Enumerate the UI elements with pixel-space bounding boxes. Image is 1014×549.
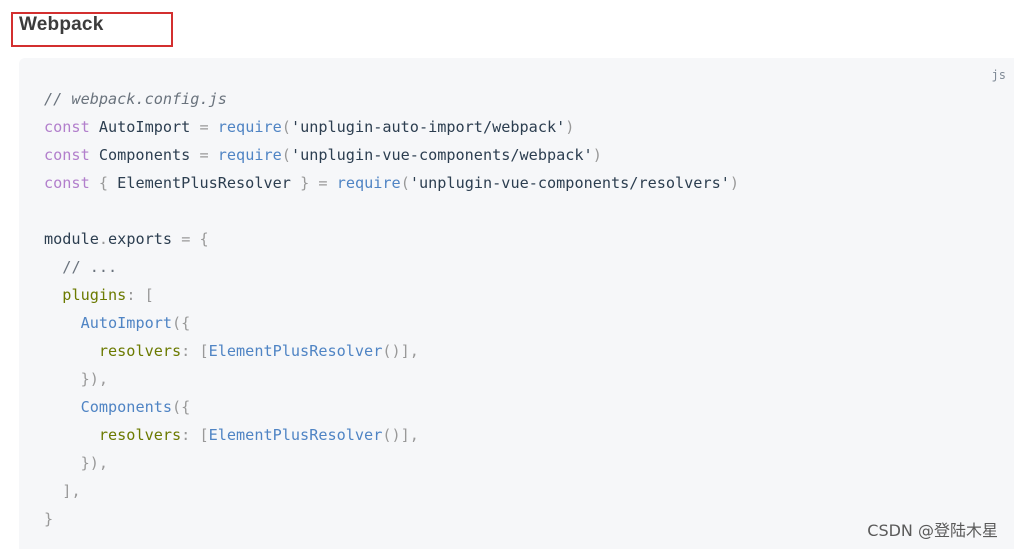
code-token: { bbox=[199, 230, 209, 248]
code-token: module bbox=[44, 230, 99, 248]
code-line: const Components = require('unplugin-vue… bbox=[44, 141, 739, 169]
code-line: const { ElementPlusResolver } = require(… bbox=[44, 169, 739, 197]
code-token: ( bbox=[400, 174, 410, 192]
code-token bbox=[328, 174, 337, 192]
code-line: AutoImport({ bbox=[44, 309, 739, 337]
code-token bbox=[44, 286, 62, 304]
code-line: }), bbox=[44, 365, 739, 393]
code-token: 'unplugin-auto-import/webpack' bbox=[290, 118, 566, 136]
code-line: Components({ bbox=[44, 393, 739, 421]
code-token: . bbox=[98, 230, 109, 248]
code-line: module.exports = { bbox=[44, 225, 739, 253]
code-token: : [ bbox=[126, 286, 154, 304]
code-token: require bbox=[336, 174, 401, 192]
code-token bbox=[90, 174, 99, 192]
code-line: }), bbox=[44, 449, 739, 477]
code-token: }), bbox=[80, 454, 109, 472]
code-token: plugins bbox=[62, 286, 127, 304]
code-token: ( bbox=[281, 118, 291, 136]
code-token: } bbox=[44, 510, 54, 528]
code-token: } bbox=[300, 174, 310, 192]
code-line: ], bbox=[44, 477, 739, 505]
code-token bbox=[44, 398, 81, 416]
code-token: const bbox=[44, 174, 90, 192]
code-token: ( bbox=[281, 146, 291, 164]
code-token: ], bbox=[62, 482, 81, 500]
code-token: ({ bbox=[172, 314, 191, 332]
code-token: : [ bbox=[181, 426, 209, 444]
code-content[interactable]: // webpack.config.js const AutoImport = r… bbox=[44, 85, 739, 533]
code-token: // webpack.config.js bbox=[44, 90, 227, 108]
code-token: const bbox=[44, 146, 90, 164]
code-token: 'unplugin-vue-components/webpack' bbox=[290, 146, 593, 164]
code-token: 'unplugin-vue-components/resolvers' bbox=[409, 174, 730, 192]
code-token bbox=[44, 314, 81, 332]
code-token: AutoImport bbox=[89, 118, 200, 136]
code-line: resolvers: [ElementPlusResolver()], bbox=[44, 337, 739, 365]
code-token: AutoImport bbox=[80, 314, 173, 332]
code-line: } bbox=[44, 505, 739, 533]
code-token: ()], bbox=[382, 342, 419, 360]
heading-highlight-box bbox=[11, 12, 173, 47]
code-token: Components bbox=[80, 398, 173, 416]
code-token: ) bbox=[592, 146, 602, 164]
code-token bbox=[209, 118, 218, 136]
code-token: exports bbox=[108, 230, 182, 248]
code-token bbox=[190, 230, 199, 248]
code-token: ElementPlusResolver bbox=[208, 342, 383, 360]
code-token bbox=[209, 146, 218, 164]
code-line: // ... bbox=[44, 253, 739, 281]
code-token: : [ bbox=[181, 342, 209, 360]
code-token: Components bbox=[89, 146, 200, 164]
section-heading: Webpack bbox=[19, 14, 104, 35]
code-line: plugins: [ bbox=[44, 281, 739, 309]
code-token: resolvers bbox=[98, 342, 182, 360]
code-token: = bbox=[318, 174, 328, 192]
code-language-label: js bbox=[991, 68, 1006, 82]
code-token: ElementPlusResolver bbox=[108, 174, 301, 192]
code-token: // ... bbox=[62, 258, 118, 276]
code-line: ​ bbox=[44, 197, 739, 225]
code-token: require bbox=[217, 118, 282, 136]
code-token bbox=[44, 370, 81, 388]
code-token: = bbox=[199, 146, 209, 164]
watermark: CSDN @登陆木星 bbox=[867, 521, 998, 540]
code-token bbox=[44, 426, 99, 444]
code-line: const AutoImport = require('unplugin-aut… bbox=[44, 113, 739, 141]
code-token: ) bbox=[565, 118, 575, 136]
code-token: ElementPlusResolver bbox=[208, 426, 383, 444]
code-block[interactable]: js // webpack.config.js const AutoImport … bbox=[19, 58, 1014, 549]
code-token: resolvers bbox=[98, 426, 182, 444]
code-token bbox=[44, 482, 62, 500]
code-token: = bbox=[199, 118, 209, 136]
code-token: ()], bbox=[382, 426, 419, 444]
code-token: ) bbox=[729, 174, 740, 192]
code-line: resolvers: [ElementPlusResolver()], bbox=[44, 421, 739, 449]
code-token: }), bbox=[80, 370, 109, 388]
code-token: { bbox=[98, 174, 109, 192]
code-line: // webpack.config.js bbox=[44, 85, 739, 113]
code-token: require bbox=[217, 146, 282, 164]
code-token: = bbox=[181, 230, 191, 248]
code-token bbox=[44, 342, 99, 360]
code-token: ({ bbox=[172, 398, 191, 416]
code-token: const bbox=[44, 118, 90, 136]
code-token bbox=[309, 174, 318, 192]
code-token bbox=[44, 258, 62, 276]
code-token bbox=[44, 454, 81, 472]
